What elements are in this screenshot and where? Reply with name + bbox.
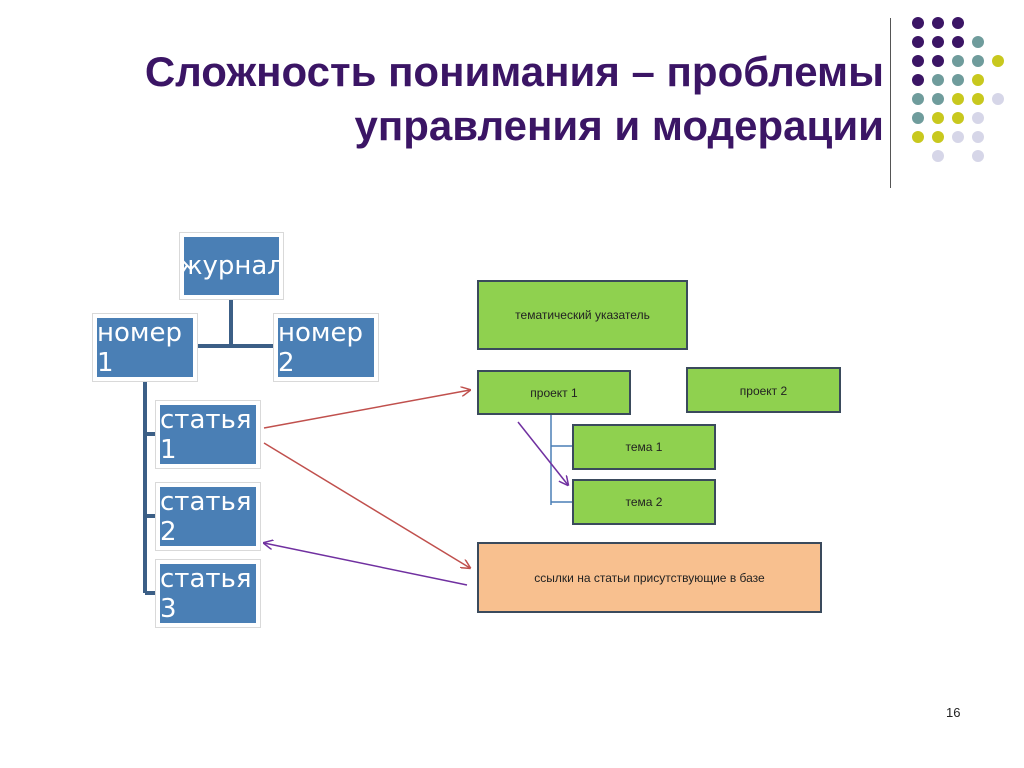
title-line-1: Сложность понимания – проблемы xyxy=(144,48,884,95)
dot xyxy=(912,36,924,48)
dot xyxy=(932,17,944,29)
article2-node: статья 2 xyxy=(160,486,256,547)
dot xyxy=(952,17,964,29)
dot xyxy=(932,112,944,124)
dot xyxy=(972,36,984,48)
dot xyxy=(972,93,984,105)
dot xyxy=(912,74,924,86)
article3-node: статья 3 xyxy=(160,563,256,624)
project2-label: проект 2 xyxy=(739,384,788,398)
title-divider xyxy=(890,18,891,188)
dot xyxy=(932,131,944,143)
arrow-article1-to-project1 xyxy=(263,390,470,429)
article-links-box: ссылки на статьи присутствующие в базе xyxy=(477,542,822,613)
dot xyxy=(992,93,1004,105)
dot xyxy=(992,55,1004,67)
project1-box: проект 1 xyxy=(477,370,631,415)
dot xyxy=(972,55,984,67)
issue1-label: номер 1 xyxy=(97,317,183,378)
dot xyxy=(912,17,924,29)
project-connector-lines xyxy=(550,413,573,505)
journal-node: журнал xyxy=(179,237,284,295)
dot xyxy=(912,93,924,105)
dot xyxy=(972,74,984,86)
slide-title: Сложность понимания – проблемы управлени… xyxy=(64,45,884,153)
topic2-box: тема 2 xyxy=(572,479,716,525)
topic1-label: тема 1 xyxy=(625,440,663,454)
dot xyxy=(912,55,924,67)
page-number: 16 xyxy=(946,705,961,720)
thematic-index-box: тематический указатель xyxy=(477,280,688,350)
dot xyxy=(952,131,964,143)
project2-box: проект 2 xyxy=(686,367,841,413)
issue2-node: номер 2 xyxy=(278,317,374,378)
article2-label: статья 2 xyxy=(160,486,252,547)
dot xyxy=(932,150,944,162)
arrow-article1-to-links xyxy=(263,442,470,568)
tree-connector-lines xyxy=(143,296,277,595)
article1-label: статья 1 xyxy=(160,404,252,465)
article-links-label: ссылки на статьи присутствующие в базе xyxy=(534,570,765,585)
dot xyxy=(932,36,944,48)
dot xyxy=(972,131,984,143)
article1-node: статья 1 xyxy=(160,404,256,465)
arrow-links-to-article2 xyxy=(264,543,468,586)
thematic-index-label: тематический указатель xyxy=(515,308,650,322)
decorative-dot-grid xyxy=(912,17,1004,162)
issue2-label: номер 2 xyxy=(278,317,364,378)
dot xyxy=(952,112,964,124)
dot xyxy=(952,93,964,105)
journal-label: журнал xyxy=(179,251,284,281)
arrow-project1-to-topic2 xyxy=(517,421,568,485)
topic2-label: тема 2 xyxy=(625,495,663,509)
dot xyxy=(972,150,984,162)
dot xyxy=(932,74,944,86)
article3-label: статья 3 xyxy=(160,563,252,624)
dot xyxy=(932,93,944,105)
title-line-2: управления и модерации xyxy=(354,102,884,149)
project1-label: проект 1 xyxy=(530,385,578,400)
dot xyxy=(952,55,964,67)
dot xyxy=(932,55,944,67)
dot xyxy=(952,74,964,86)
dot xyxy=(952,36,964,48)
dot xyxy=(912,131,924,143)
issue1-node: номер 1 xyxy=(97,317,193,378)
dot xyxy=(912,112,924,124)
dot xyxy=(972,112,984,124)
topic1-box: тема 1 xyxy=(572,424,716,470)
